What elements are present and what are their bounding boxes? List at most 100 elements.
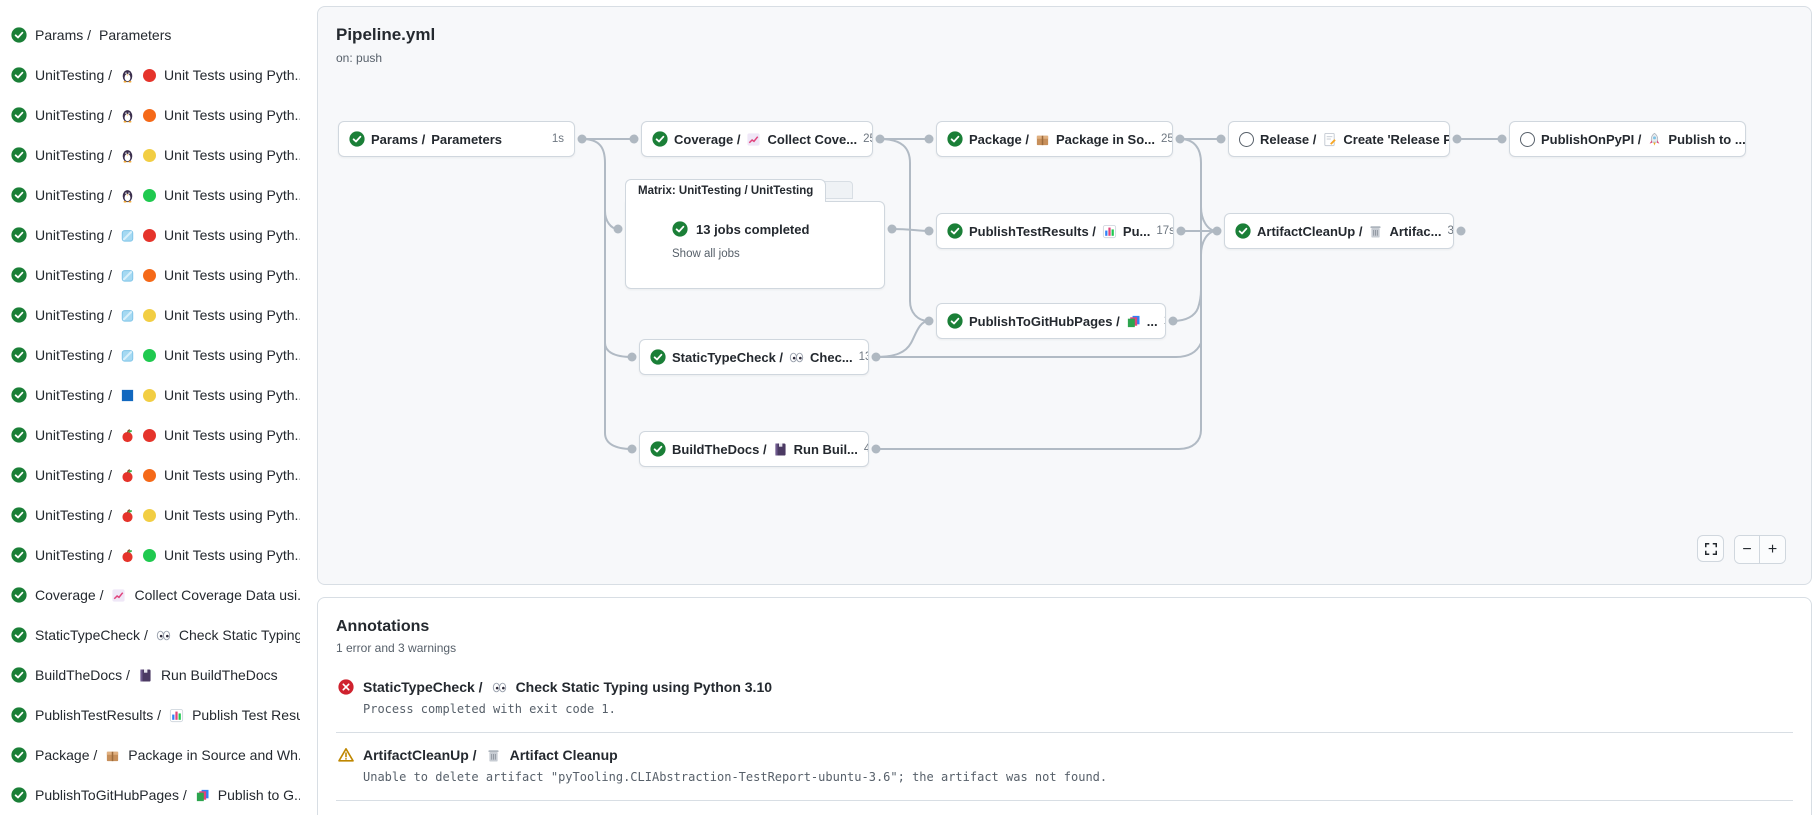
matrix-group: 13 jobs completed Show all jobs bbox=[625, 201, 885, 289]
job-step-label: Unit Tests using Pyth... bbox=[164, 147, 300, 163]
sidebar-job-item[interactable]: Package / Package in Source and Wh... bbox=[0, 735, 300, 775]
sidebar-job-item[interactable]: UnitTesting / Unit Tests using Pyth... bbox=[0, 95, 300, 135]
node-name: PublishOnPyPI / bbox=[1541, 131, 1642, 147]
success-icon bbox=[650, 349, 666, 365]
annotation-title[interactable]: Check Static Typing using Python 3.10 bbox=[515, 679, 773, 695]
apple-icon bbox=[122, 428, 133, 442]
sidebar-job-item[interactable]: Params / Parameters bbox=[0, 15, 300, 55]
sidebar-job-item[interactable]: PublishToGitHubPages / Publish to G... bbox=[0, 775, 300, 815]
node-duration: 1s bbox=[551, 133, 564, 145]
success-icon bbox=[11, 387, 27, 403]
workflow-graph-card: Pipeline.yml on: push Params / Parameter… bbox=[317, 6, 1812, 585]
zoom-in-button[interactable]: + bbox=[1760, 536, 1785, 563]
orange-dot-icon bbox=[143, 268, 157, 282]
sidebar-job-item[interactable]: UnitTesting / Unit Tests using Pyth... bbox=[0, 455, 300, 495]
graph-node-params[interactable]: Params / Parameters 1s bbox=[338, 121, 575, 157]
job-step-label: Unit Tests using Pyth... bbox=[164, 507, 300, 523]
annotations-card: Annotations 1 error and 3 warnings Stati… bbox=[317, 597, 1812, 815]
package-icon bbox=[107, 751, 119, 761]
zoom-out-button[interactable]: − bbox=[1735, 536, 1760, 563]
graph-edges bbox=[577, 134, 1507, 454]
chart-increasing-icon bbox=[747, 132, 761, 146]
job-step-label: Unit Tests using Pyth... bbox=[164, 67, 300, 83]
graph-node-publishonpypi[interactable]: PublishOnPyPI / Publish to ... bbox=[1509, 121, 1746, 157]
job-name: UnitTesting / bbox=[35, 427, 113, 443]
job-name: BuildTheDocs / bbox=[35, 667, 130, 683]
sidebar-job-item[interactable]: UnitTesting / Unit Tests using Pyth... bbox=[0, 495, 300, 535]
job-name: PublishToGitHubPages / bbox=[35, 787, 187, 803]
orange-dot-icon bbox=[143, 108, 157, 122]
success-icon bbox=[11, 667, 27, 683]
graph-node-statictypecheck[interactable]: StaticTypeCheck / Chec... 13s bbox=[639, 339, 869, 375]
node-step-label: Chec... bbox=[810, 349, 853, 365]
job-name: UnitTesting / bbox=[35, 147, 113, 163]
job-step-label: Unit Tests using Pyth... bbox=[164, 307, 300, 323]
success-icon bbox=[11, 67, 27, 83]
job-step-label: Unit Tests using Pyth... bbox=[164, 187, 300, 203]
yellow-dot-icon bbox=[143, 308, 157, 322]
sidebar-job-item[interactable]: UnitTesting / Unit Tests using Pyth... bbox=[0, 135, 300, 175]
annotation-job[interactable]: StaticTypeCheck / bbox=[363, 679, 483, 695]
node-step-label: Collect Cove... bbox=[767, 131, 858, 147]
sidebar-job-item[interactable]: Coverage / Collect Coverage Data usi... bbox=[0, 575, 300, 615]
sidebar-job-item[interactable]: UnitTesting / Unit Tests using Pyth... bbox=[0, 415, 300, 455]
fullscreen-icon bbox=[1704, 542, 1717, 555]
graph-node-artifactcleanup[interactable]: ArtifactCleanUp / Artifac... 3s bbox=[1224, 213, 1454, 249]
layered-squares-icon bbox=[196, 789, 209, 801]
sidebar-job-item[interactable]: StaticTypeCheck / Check Static Typing... bbox=[0, 615, 300, 655]
success-icon bbox=[11, 787, 27, 803]
graph-node-package[interactable]: Package / Package in So... 25s bbox=[936, 121, 1173, 157]
trash-icon bbox=[488, 749, 499, 761]
success-icon bbox=[947, 223, 963, 239]
jobs-sidebar: Params / Parameters UnitTesting / Unit T… bbox=[0, 15, 300, 815]
skipped-icon bbox=[1520, 131, 1535, 147]
job-step-label: Run BuildTheDocs bbox=[160, 667, 278, 683]
annotation-title[interactable]: Artifact Cleanup bbox=[509, 747, 618, 763]
node-step-label: Pu... bbox=[1122, 223, 1151, 239]
graph-node-publishtogithubpages[interactable]: PublishToGitHubPages / ... 13s bbox=[936, 303, 1166, 339]
yellow-dot-icon bbox=[143, 508, 157, 522]
sidebar-job-item[interactable]: UnitTesting / Unit Tests using Pyth... bbox=[0, 375, 300, 415]
job-step-label: Publish to G... bbox=[217, 787, 300, 803]
job-step-label: Collect Coverage Data usi... bbox=[134, 587, 300, 603]
node-step-label: Package in So... bbox=[1056, 131, 1155, 147]
job-step-label: Parameters bbox=[99, 27, 172, 43]
sidebar-job-item[interactable]: UnitTesting / Unit Tests using Pyth... bbox=[0, 295, 300, 335]
matrix-tab[interactable]: Matrix: UnitTesting / UnitTesting bbox=[625, 179, 827, 202]
sidebar-job-item[interactable]: UnitTesting / Unit Tests using Pyth... bbox=[0, 215, 300, 255]
job-name: UnitTesting / bbox=[35, 347, 113, 363]
penguin-icon bbox=[122, 109, 133, 123]
node-name: Release / bbox=[1260, 131, 1317, 147]
node-step-label: ... bbox=[1146, 313, 1158, 329]
rocket-icon bbox=[1650, 132, 1660, 145]
workflow-file-title: Pipeline.yml bbox=[336, 25, 436, 44]
graph-node-release[interactable]: Release / Create 'Release P... bbox=[1228, 121, 1450, 157]
sidebar-job-item[interactable]: UnitTesting / Unit Tests using Pyth... bbox=[0, 535, 300, 575]
sidebar-job-item[interactable]: UnitTesting / Unit Tests using Pyth... bbox=[0, 335, 300, 375]
annotation-job[interactable]: ArtifactCleanUp / bbox=[363, 747, 477, 763]
apple-icon bbox=[122, 468, 133, 482]
success-icon bbox=[11, 747, 27, 763]
annotations-title: Annotations bbox=[336, 618, 430, 635]
job-step-label: Unit Tests using Pyth... bbox=[164, 427, 300, 443]
node-duration: 3s bbox=[1447, 225, 1454, 237]
sidebar-job-item[interactable]: BuildTheDocs / Run BuildTheDocs bbox=[0, 655, 300, 695]
success-icon bbox=[11, 27, 27, 43]
graph-node-coverage[interactable]: Coverage / Collect Cove... 25s bbox=[641, 121, 873, 157]
graph-node-buildthedocs[interactable]: BuildTheDocs / Run Buil... 47s bbox=[639, 431, 869, 467]
job-name: UnitTesting / bbox=[35, 467, 113, 483]
zoom-control-group: − + bbox=[1734, 535, 1786, 564]
node-duration: 25s bbox=[1161, 133, 1172, 145]
graph-node-publishtestresults[interactable]: PublishTestResults / Pu... 17s bbox=[936, 213, 1174, 249]
sidebar-job-item[interactable]: UnitTesting / Unit Tests using Pyth... bbox=[0, 255, 300, 295]
green-dot-icon bbox=[143, 348, 157, 362]
sidebar-job-item[interactable]: PublishTestResults / Publish Test Resu..… bbox=[0, 695, 300, 735]
sidebar-job-item[interactable]: UnitTesting / Unit Tests using Pyth... bbox=[0, 175, 300, 215]
success-icon bbox=[11, 227, 27, 243]
sidebar-job-item[interactable]: UnitTesting / Unit Tests using Pyth... bbox=[0, 55, 300, 95]
job-step-label: Unit Tests using Pyth... bbox=[164, 347, 300, 363]
fullscreen-button[interactable] bbox=[1697, 535, 1724, 562]
success-icon bbox=[11, 107, 27, 123]
show-all-jobs-link[interactable]: Show all jobs bbox=[672, 248, 740, 260]
apple-icon bbox=[122, 508, 133, 522]
